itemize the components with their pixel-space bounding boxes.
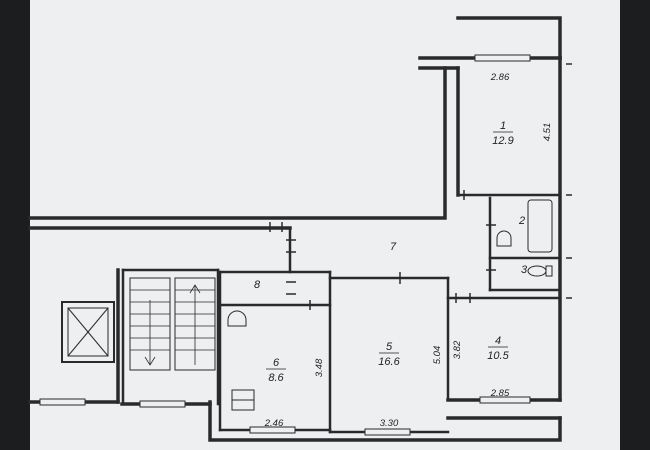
dimension-r4-width: 2.85 bbox=[490, 388, 510, 399]
room-number-5: 5 bbox=[386, 341, 393, 353]
stove-icon bbox=[231, 389, 255, 411]
kitchen-sink-icon bbox=[227, 310, 247, 327]
room-6: 6 8.6 bbox=[266, 357, 286, 384]
dimension-r5-length: 5.04 bbox=[432, 346, 443, 365]
staircase bbox=[129, 277, 216, 371]
room-number-1: 1 bbox=[500, 120, 506, 132]
room-1: 1 12.9 bbox=[492, 120, 513, 147]
room-number-4: 4 bbox=[495, 335, 501, 347]
room-area-5: 16.6 bbox=[378, 356, 400, 368]
toilet-icon bbox=[527, 265, 553, 277]
door-markers bbox=[269, 63, 572, 310]
sink-icon bbox=[496, 230, 512, 247]
room-area-4: 10.5 bbox=[487, 350, 509, 362]
room-area-1: 12.9 bbox=[492, 135, 513, 147]
dimension-r5-width: 3.30 bbox=[380, 418, 399, 429]
room-4: 4 10.5 bbox=[487, 335, 509, 362]
paper-sheet bbox=[30, 0, 620, 450]
room-number-3: 3 bbox=[521, 264, 528, 276]
windows bbox=[39, 54, 531, 436]
room-number-2: 2 bbox=[518, 215, 525, 227]
room-number-6: 6 bbox=[273, 357, 280, 369]
room-area-6: 8.6 bbox=[268, 372, 284, 384]
dimension-r4-length: 3.82 bbox=[452, 340, 463, 359]
room-number-7: 7 bbox=[390, 241, 397, 253]
room-number-8: 8 bbox=[254, 279, 261, 291]
room-5: 5 16.6 bbox=[378, 341, 400, 368]
bathtub-icon bbox=[527, 199, 553, 253]
dimension-r6-length: 3.48 bbox=[314, 358, 325, 377]
dimension-r1-length: 4.51 bbox=[542, 123, 553, 142]
dimension-r1-width: 2.86 bbox=[490, 72, 510, 83]
elevator-shaft bbox=[61, 301, 115, 363]
dimension-r6-width: 2.46 bbox=[264, 418, 284, 429]
